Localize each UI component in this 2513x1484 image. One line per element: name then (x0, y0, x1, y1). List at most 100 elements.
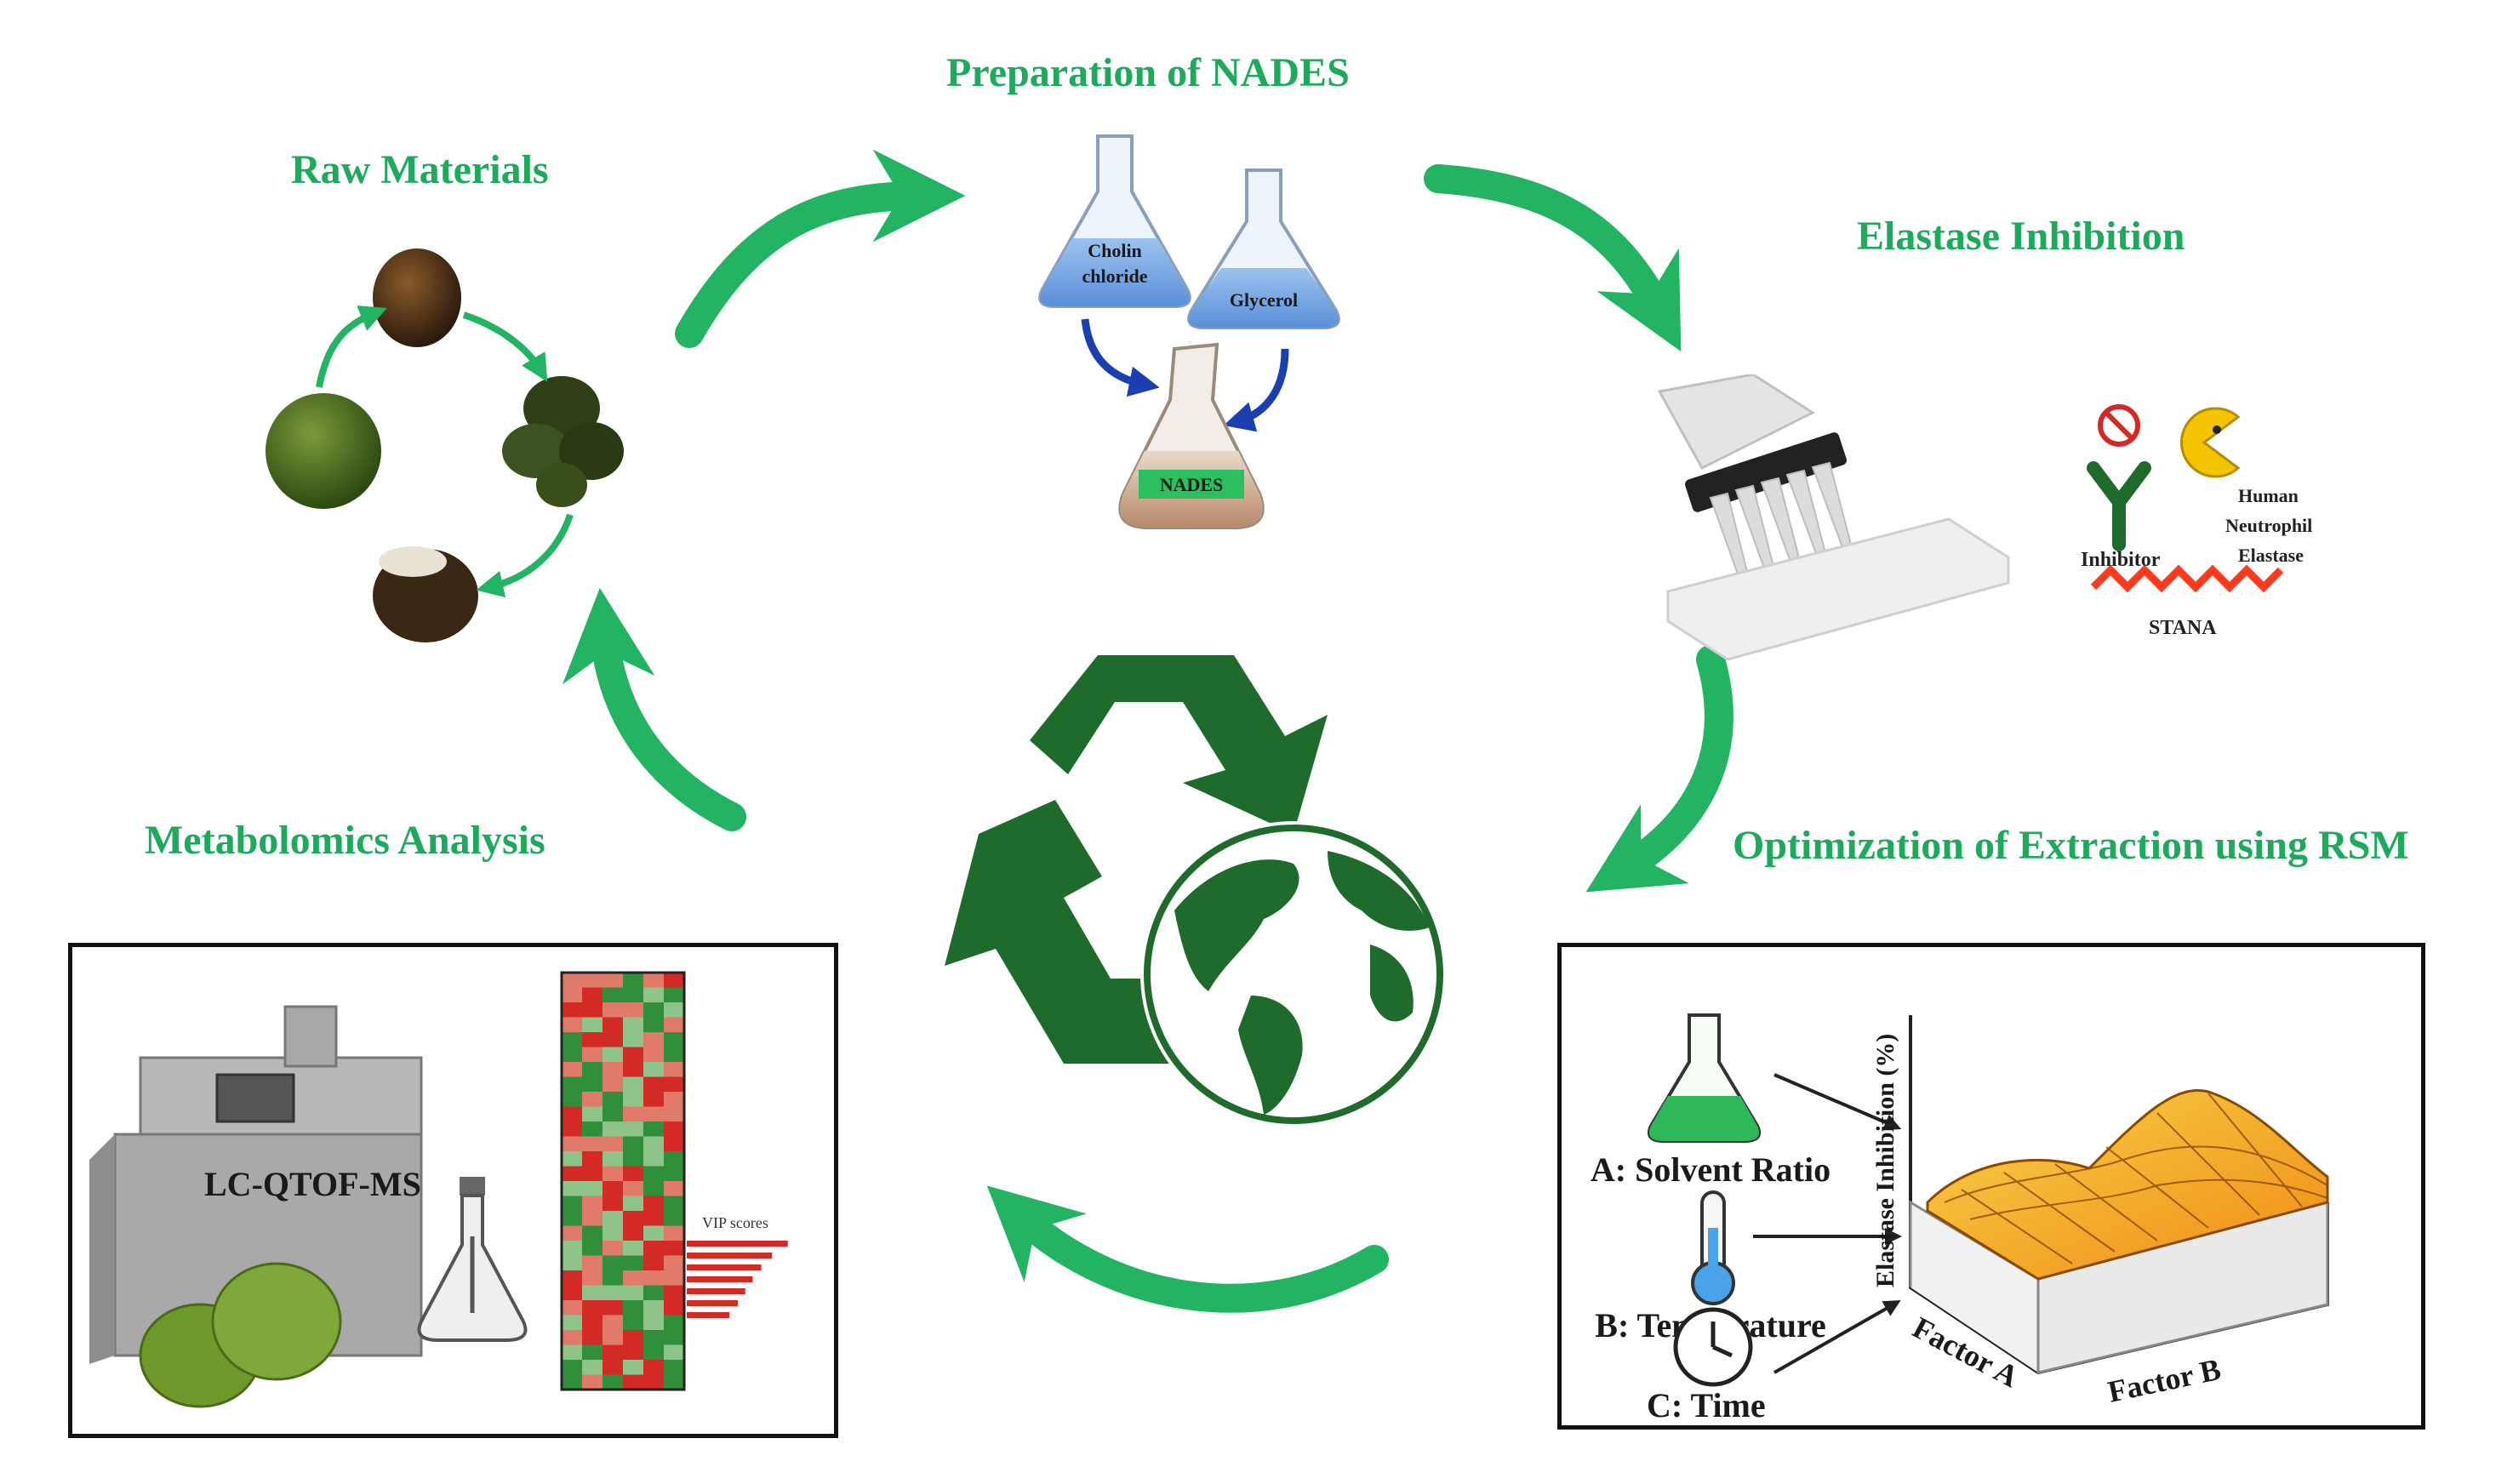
heatmap-cell (623, 1344, 643, 1360)
heatmap-cell (664, 1285, 684, 1300)
heatmap-cell (582, 1255, 603, 1270)
heatmap-cell (603, 1330, 623, 1345)
heatmap-cell (643, 1017, 664, 1032)
heatmap-cell (643, 1300, 664, 1316)
vip-score-bars (687, 1241, 788, 1318)
heatmap-cell (664, 1270, 684, 1286)
heatmap-cell (664, 1225, 684, 1241)
heatmap-cell (582, 1151, 603, 1167)
heatmap-cell (562, 1360, 582, 1375)
heatmap-cell (664, 987, 684, 1002)
heatmap-cell (664, 1136, 684, 1151)
heatmap-cell (664, 1047, 684, 1062)
title-raw-materials: Raw Materials (291, 147, 549, 192)
heatmap-cell (664, 1344, 684, 1360)
heatmap-cell (582, 1285, 603, 1300)
heatmap-cell (603, 987, 623, 1002)
heatmap-cell (664, 1122, 684, 1137)
heatmap-cell (562, 1196, 582, 1211)
heatmap-cell (623, 1047, 643, 1062)
heatmap-cell (664, 1241, 684, 1256)
vip-scores-label: VIP scores (702, 1214, 768, 1231)
heatmap-cell (562, 1032, 582, 1047)
x-axis-factor-b: Factor B (2105, 1352, 2224, 1409)
heatmap-cell (664, 1211, 684, 1226)
heatmap-cell (603, 1270, 623, 1286)
heatmap-cell (582, 1106, 603, 1122)
factor-a-label: A: Solvent Ratio (1591, 1150, 1830, 1189)
heatmap-cell (603, 1032, 623, 1047)
heatmap-cell (562, 1330, 582, 1345)
title-optimization-rsm: Optimization of Extraction using RSM (1733, 823, 2409, 868)
heatmap-cell (603, 1017, 623, 1032)
heatmap-cell (623, 1092, 643, 1107)
heatmap-cell (603, 1344, 623, 1360)
heatmap-cell (582, 1270, 603, 1286)
heatmap-cell (562, 1285, 582, 1300)
enzyme-label-line3: Elastase (2238, 545, 2304, 566)
glycerol-flask: Glycerol (1187, 168, 1340, 329)
heatmap-cell (582, 973, 603, 988)
heatmap-cell (643, 1241, 664, 1256)
heatmap-cell (603, 1092, 623, 1107)
heatmap-cell (623, 1360, 643, 1375)
heatmap-cell (643, 1181, 664, 1196)
heatmap-cell (623, 1166, 643, 1181)
instrument-label: LC-QTOF-MS (204, 1165, 421, 1203)
heatmap-cell (562, 1151, 582, 1167)
heatmap-cell (623, 1076, 643, 1092)
heatmap-cell (562, 1136, 582, 1151)
heatmap-cell (582, 1092, 603, 1107)
heatmap-cell (643, 987, 664, 1002)
inhibitor-icon (2087, 404, 2151, 551)
nades-flask: NADES (1118, 342, 1265, 529)
stana-substrate-icon (2090, 564, 2284, 593)
heatmap-cell (582, 1122, 603, 1137)
heatmap-cell (623, 1196, 643, 1211)
heatmap-cell (603, 1122, 623, 1137)
heatmap-cell (562, 973, 582, 988)
heatmap-cell (562, 1225, 582, 1241)
heatmap-cell (643, 1374, 664, 1390)
heatmap-cell (623, 1032, 643, 1047)
heatmap-cell (582, 1344, 603, 1360)
heatmap-cell (582, 1181, 603, 1196)
heatmap-cell (603, 1300, 623, 1316)
heatmap-cell (562, 1211, 582, 1226)
heatmap-cell (623, 1330, 643, 1345)
globe-continents (1174, 851, 1430, 1115)
heatmap-cell (603, 1255, 623, 1270)
enzyme-label-line1: Human (2238, 485, 2299, 506)
heatmap-cell (643, 1151, 664, 1167)
heatmap-cell (643, 1255, 664, 1270)
heatmap-cell (603, 973, 623, 988)
heatmap-cell (603, 1106, 623, 1122)
nades-preparation: Cholin chloride Glycerol NADES (1038, 134, 1340, 529)
enzyme-label-line2: Neutrophil (2225, 515, 2312, 536)
green-fruit-icon (266, 393, 381, 509)
vip-bar (687, 1300, 738, 1306)
heatmap-cell (603, 1002, 623, 1018)
heatmap-cell (562, 1270, 582, 1286)
heatmap-cell (562, 1300, 582, 1316)
heatmap-cell (562, 1374, 582, 1390)
elastase-enzyme-icon (2180, 407, 2241, 478)
heatmap-cell (664, 973, 684, 988)
nades-label: NADES (1160, 474, 1224, 495)
heatmap-cell (603, 1211, 623, 1226)
heatmap-cell (562, 1062, 582, 1077)
heatmap-cell (562, 1106, 582, 1122)
heatmap-cell (664, 1076, 684, 1092)
flask2-label: Glycerol (1230, 289, 1298, 311)
heatmap-cell (603, 1136, 623, 1151)
heatmap-cell (643, 1344, 664, 1360)
heatmap-cell (603, 1225, 623, 1241)
heatmap-cell (643, 1062, 664, 1077)
heatmap-cell (643, 1196, 664, 1211)
heatmap-cell (603, 1076, 623, 1092)
husk-fiber-icon (373, 546, 478, 642)
arrow-elastase-to-rsm (1585, 645, 1733, 893)
heatmap-cell (582, 1374, 603, 1390)
heatmap-cell (643, 1315, 664, 1330)
heatmap-cell (643, 1270, 664, 1286)
